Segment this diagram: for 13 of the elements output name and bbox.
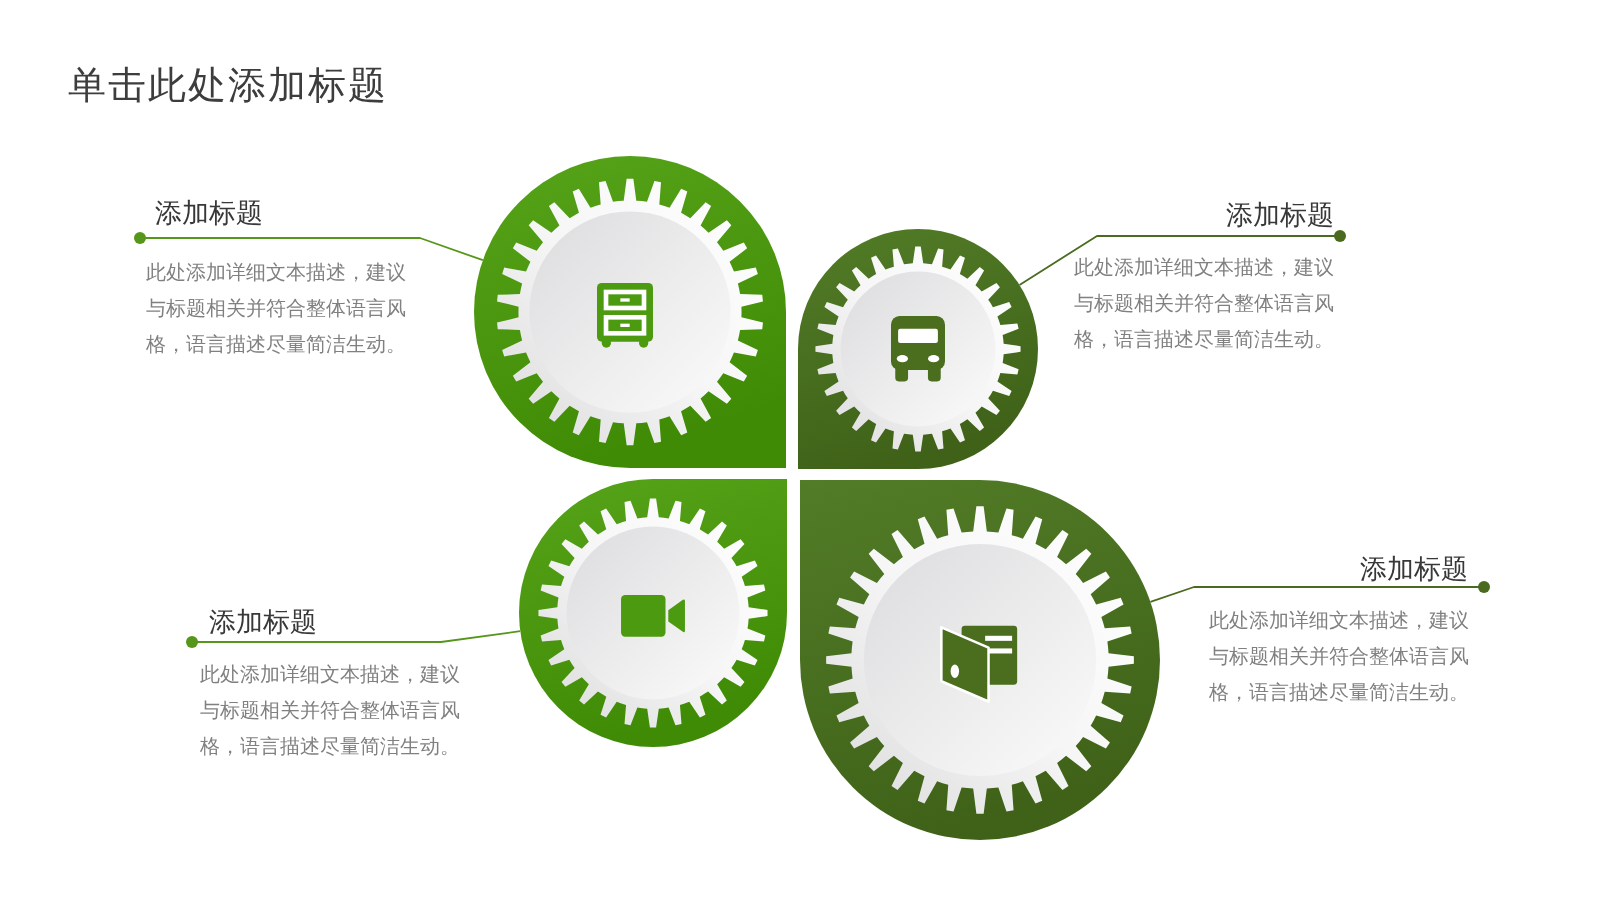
description-text: 此处添加详细文本描述，建议与标题相关并符合整体语言风格，语言描述尽量简洁生动。 — [1209, 607, 1470, 706]
slide-title: 单击此处添加标题 — [68, 62, 388, 108]
description-text: 此处添加详细文本描述，建议与标题相关并符合整体语言风格，语言描述尽量简洁生动。 — [1074, 254, 1335, 353]
leader-line — [1018, 230, 1346, 286]
section-heading: 添加标题 — [1360, 552, 1468, 586]
leader-line — [134, 232, 484, 262]
section-heading: 添加标题 — [209, 605, 317, 639]
section-heading: 添加标题 — [155, 196, 263, 230]
description-text: 此处添加详细文本描述，建议与标题相关并符合整体语言风格，语言描述尽量简洁生动。 — [200, 661, 461, 760]
description-text: 此处添加详细文本描述，建议与标题相关并符合整体语言风格，语言描述尽量简洁生动。 — [146, 259, 407, 358]
section-heading: 添加标题 — [1226, 198, 1334, 232]
leader-line — [186, 630, 522, 648]
leader-line — [1149, 581, 1490, 603]
